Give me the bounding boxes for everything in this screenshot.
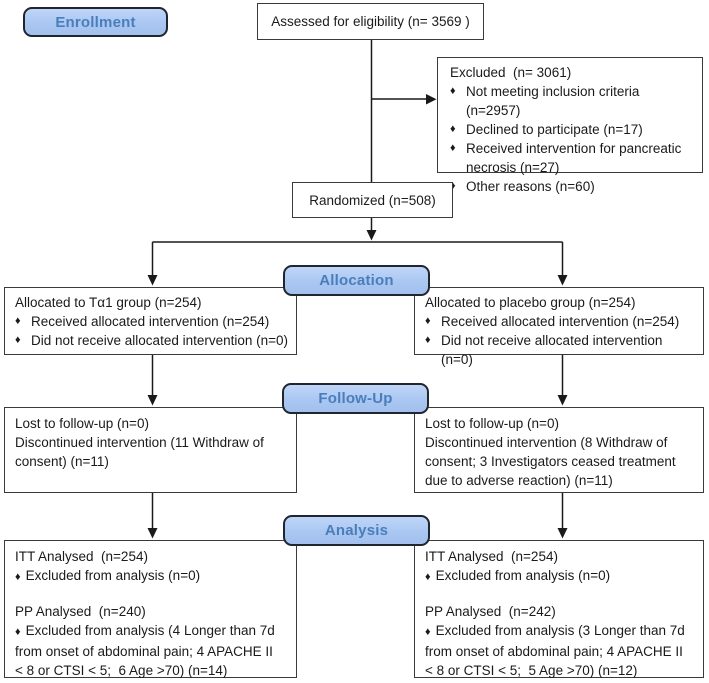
analysis-left-spacer (15, 587, 284, 602)
bullet-icon: ♦ (425, 626, 431, 638)
bullet-icon: ♦ (15, 315, 21, 327)
allocation-left-item-text: Did not receive allocated intervention (… (31, 333, 289, 348)
allocation-right-item-text: Did not receive allocated intervention (… (441, 333, 667, 367)
arrowhead-an-right (557, 528, 568, 539)
excluded-item-text: Other reasons (n=60) (466, 179, 595, 194)
arrowhead-randomized-split (366, 230, 377, 241)
allocation-left-title: Allocated to Tα1 group (n=254) (15, 295, 202, 310)
analysis-right-pp-item: ♦Excluded from analysis (3 Longer than 7… (425, 621, 691, 680)
bullet-icon: ♦ (450, 123, 456, 135)
analysis-right-pp-item-text: Excluded from analysis (3 Longer than 7d… (425, 623, 689, 678)
stage-label-follow-up: Follow-Up (282, 383, 429, 414)
box-excluded: Excluded (n= 3061) ♦ Not meeting inclusio… (437, 57, 703, 194)
arrowhead-alloc-left (147, 275, 158, 286)
follow-up-left-line: Lost to follow-up (n=0) (15, 416, 149, 431)
box-assessed-eligibility: Assessed for eligibility (n= 3569 ) (257, 3, 484, 40)
stage-label-allocation-text: Allocation (319, 272, 394, 289)
analysis-right-spacer (425, 587, 691, 602)
follow-up-right-line: Discontinued intervention (8 Withdraw of… (425, 435, 680, 488)
excluded-item-text: Declined to participate (n=17) (466, 122, 643, 137)
bullet-icon: ♦ (425, 334, 431, 346)
stage-label-analysis: Analysis (283, 515, 430, 546)
analysis-left-pp-title: PP Analysed (n=240) (15, 604, 146, 619)
analysis-left-itt-title: ITT Analysed (n=254) (15, 549, 148, 564)
excluded-title: Excluded (n= 3061) (450, 65, 572, 80)
bullet-icon: ♦ (450, 85, 456, 97)
connector-lines (151, 40, 564, 529)
excluded-item: ♦ Received intervention for pancreatic ne… (450, 139, 696, 177)
excluded-item: ♦ Declined to participate (n=17) (450, 120, 696, 139)
stage-label-allocation: Allocation (283, 265, 430, 296)
allocation-right-item: ♦ Did not receive allocated intervention … (425, 331, 697, 369)
analysis-right-itt-title: ITT Analysed (n=254) (425, 549, 558, 564)
arrowhead-excluded (426, 94, 437, 105)
box-follow-up-intervention-group: Lost to follow-up (n=0) Discontinued int… (4, 407, 297, 493)
box-allocation-placebo-group: Allocated to placebo group (n=254) ♦ Rece… (414, 287, 704, 367)
analysis-left-pp-item: ♦Excluded from analysis (4 Longer than 7… (15, 621, 284, 680)
analysis-right-itt-item-text: Excluded from analysis (n=0) (435, 568, 611, 583)
bullet-icon: ♦ (15, 571, 21, 583)
excluded-item-text: Not meeting inclusion criteria (n=2957) (466, 84, 644, 118)
excluded-item: ♦Other reasons (n=60) (450, 177, 696, 196)
box-allocation-intervention-group: Allocated to Tα1 group (n=254) ♦ Received… (4, 287, 297, 355)
analysis-right-pp-title: PP Analysed (n=242) (425, 604, 556, 619)
bullet-icon: ♦ (425, 315, 431, 327)
bullet-icon: ♦ (15, 334, 21, 346)
follow-up-right-line: Lost to follow-up (n=0) (425, 416, 559, 431)
excluded-item-text: Received intervention for pancreatic nec… (466, 141, 686, 175)
analysis-left-itt-item: ♦ Excluded from analysis (n=0) (15, 566, 284, 587)
bullet-icon: ♦ (450, 142, 456, 154)
follow-up-left-line: Discontinued intervention (11 Withdraw o… (15, 435, 268, 469)
box-randomized: Randomized (n=508) (292, 182, 453, 218)
analysis-left-itt-item-text: Excluded from analysis (n=0) (25, 568, 201, 583)
allocation-right-title: Allocated to placebo group (n=254) (425, 295, 636, 310)
bullet-icon: ♦ (15, 626, 21, 638)
analysis-left-pp-item-text: Excluded from analysis (4 Longer than 7d… (15, 623, 279, 678)
allocation-left-item: ♦ Received allocated intervention (n=254) (15, 312, 290, 331)
allocation-right-item: ♦ Received allocated intervention (n=254) (425, 312, 697, 331)
allocation-left-item-text: Received allocated intervention (n=254) (31, 314, 270, 329)
box-follow-up-placebo-group: Lost to follow-up (n=0) Discontinued int… (414, 407, 704, 493)
randomized-text: Randomized (n=508) (309, 192, 436, 208)
arrowhead-alloc-right (557, 275, 568, 286)
arrowhead-fu-left (147, 395, 158, 406)
allocation-left-item: ♦ Did not receive allocated intervention … (15, 331, 290, 350)
stage-label-follow-up-text: Follow-Up (318, 390, 393, 407)
stage-label-enrollment-text: Enrollment (55, 13, 136, 31)
allocation-right-item-text: Received allocated intervention (n=254) (441, 314, 680, 329)
analysis-right-itt-item: ♦ Excluded from analysis (n=0) (425, 566, 691, 587)
bullet-icon: ♦ (425, 571, 431, 583)
arrowhead-an-left (147, 528, 158, 539)
box-analysis-placebo-group: ITT Analysed (n=254) ♦Excluded from anal… (414, 540, 704, 678)
excluded-item: ♦ Not meeting inclusion criteria (n=2957) (450, 82, 696, 120)
box-analysis-intervention-group: ITT Analysed (n=254) ♦Excluded from anal… (4, 540, 297, 678)
stage-label-analysis-text: Analysis (324, 522, 389, 539)
arrowheads (147, 94, 568, 539)
stage-label-enrollment: Enrollment (23, 7, 168, 37)
assessed-eligibility-text: Assessed for eligibility (n= 3569 ) (271, 14, 470, 29)
arrowhead-fu-right (557, 395, 568, 406)
